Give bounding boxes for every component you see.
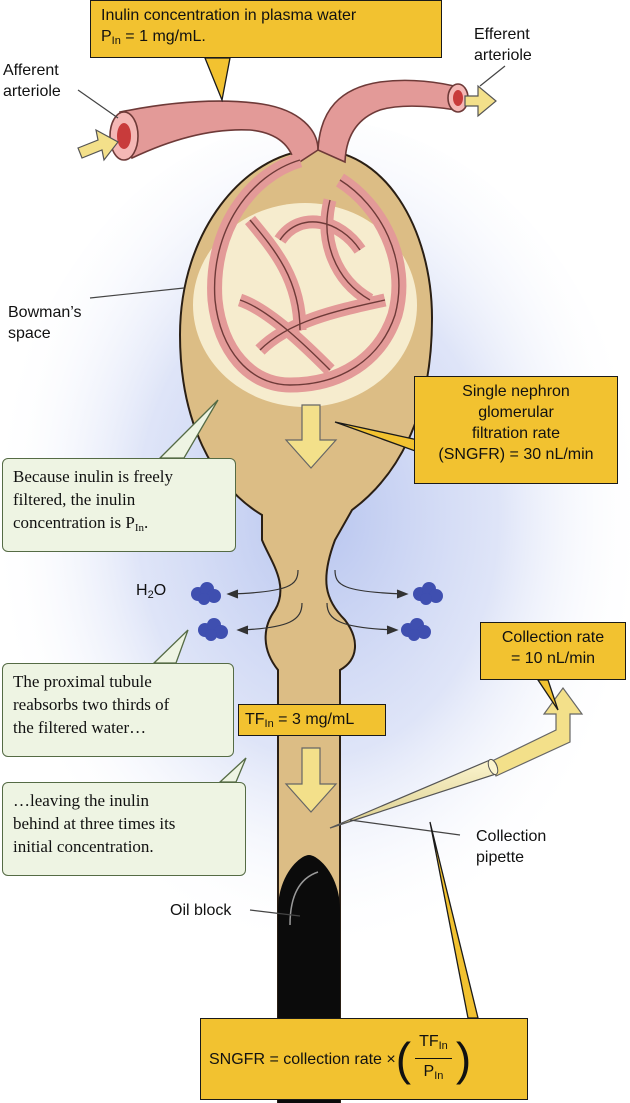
den-subscript: In xyxy=(434,1070,444,1082)
efferent-word: Efferent xyxy=(474,26,530,43)
sngfr-line2: glomerular xyxy=(478,404,554,421)
plasma-concentration-callout: Inulin concentration in plasma water PIn… xyxy=(90,0,442,58)
space-word: space xyxy=(8,325,51,342)
leader-lines xyxy=(77,65,506,917)
collection-pipette-label: Collection pipette xyxy=(476,826,546,868)
concentration-period: . xyxy=(143,513,149,532)
freely-filtered-line3: concentration is PIn. xyxy=(13,511,225,540)
collection-rate-callout: Collection rate = 10 nL/min xyxy=(480,622,626,680)
proximal-line1: The proximal tubule xyxy=(13,672,152,691)
efferent-arteriole-label: Efferent arteriole xyxy=(474,24,532,66)
sngfr-line1: Single nephron xyxy=(462,383,570,400)
proximal-line3: the filtered water… xyxy=(13,718,147,737)
tubular-flow-arrow xyxy=(284,747,338,813)
pipette-mouth xyxy=(487,758,499,776)
collection-outflow-arrow xyxy=(489,686,584,777)
plasma-callout-line1: Inulin concentration in plasma water xyxy=(101,7,357,24)
concentration-text: concentration is P xyxy=(13,513,135,532)
concentration-subscript: In xyxy=(134,522,144,534)
collection-rate-line1: Collection rate xyxy=(501,629,605,646)
formula-denominator: PIn xyxy=(415,1059,452,1087)
leaving-line2: behind at three times its xyxy=(13,814,176,833)
collection-word: Collection xyxy=(476,828,547,845)
formula-fraction: TFIn PIn xyxy=(415,1031,452,1087)
p-value: = 1 mg/mL. xyxy=(120,28,206,45)
formula-numerator: TFIn xyxy=(415,1031,452,1059)
tf-subscript: In xyxy=(264,718,274,730)
freely-filtered-line2: filtered, the inulin xyxy=(13,490,136,509)
efferent-lumen xyxy=(453,90,463,106)
sngfr-callout: Single nephron glomerular filtration rat… xyxy=(414,376,618,484)
water-reabsorption-arrows xyxy=(226,569,409,635)
afferent-flow-arrow xyxy=(77,128,119,162)
afferent-arteriole-word: arteriole xyxy=(3,83,61,100)
sngfr-formula: SNGFR = collection rate × ( TFIn PIn ) xyxy=(200,1018,528,1100)
bowmans-space-label: Bowman’s space xyxy=(8,302,82,344)
afferent-lumen xyxy=(117,123,131,149)
proximal-line2: reabsorbs two thirds of xyxy=(13,695,170,714)
proximal-tubule-note: The proximal tubule reabsorbs two thirds… xyxy=(2,663,234,757)
sngfr-line3: filtration rate xyxy=(471,425,561,442)
afferent-word: Afferent xyxy=(3,62,59,79)
den-symbol: P xyxy=(423,1063,435,1080)
bowman-word: Bowman’s xyxy=(8,304,82,321)
tf-callout: TFIn = 3 mg/mL xyxy=(238,704,386,736)
glomerular-capillaries xyxy=(207,152,407,393)
oil-block-label: Oil block xyxy=(170,902,232,919)
num-subscript: In xyxy=(438,1040,448,1052)
plasma-callout-line2: PIn = 1 mg/mL. xyxy=(101,26,431,52)
h-symbol: H xyxy=(136,582,148,599)
leaving-inulin-note: …leaving the inulin behind at three time… xyxy=(2,782,246,876)
collection-rate-line2: = 10 nL/min xyxy=(510,650,596,667)
num-symbol: TF xyxy=(419,1033,439,1050)
tf-value: = 3 mg/mL xyxy=(273,711,355,728)
leaving-line3: initial concentration. xyxy=(13,837,154,856)
leaving-line1: …leaving the inulin xyxy=(13,791,149,810)
p-symbol: P xyxy=(101,28,112,45)
afferent-arteriole-label: Afferent arteriole xyxy=(3,60,61,102)
water-molecule-icons xyxy=(191,582,443,641)
sngfr-line4: (SNGFR) = 30 nL/min xyxy=(438,446,594,463)
afferent-arteriole xyxy=(119,100,319,167)
formula-lhs: SNGFR = collection rate × xyxy=(209,1050,396,1068)
freely-filtered-note: Because inulin is freely filtered, the i… xyxy=(2,458,236,552)
efferent-flow-arrow xyxy=(464,84,497,118)
pipette-word: pipette xyxy=(476,849,525,866)
water-label: H2O xyxy=(136,580,166,606)
oil-block-highlight xyxy=(289,871,319,926)
p-subscript: In xyxy=(111,35,121,47)
left-paren: ( xyxy=(395,1033,412,1085)
freely-filtered-line1: Because inulin is freely xyxy=(13,467,174,486)
h-subscript: 2 xyxy=(147,589,154,601)
o-symbol: O xyxy=(153,582,167,599)
efferent-arteriole-word: arteriole xyxy=(474,47,532,64)
tf-symbol: TF xyxy=(245,711,265,728)
filtration-arrow xyxy=(284,404,338,469)
right-paren: ) xyxy=(455,1033,472,1085)
